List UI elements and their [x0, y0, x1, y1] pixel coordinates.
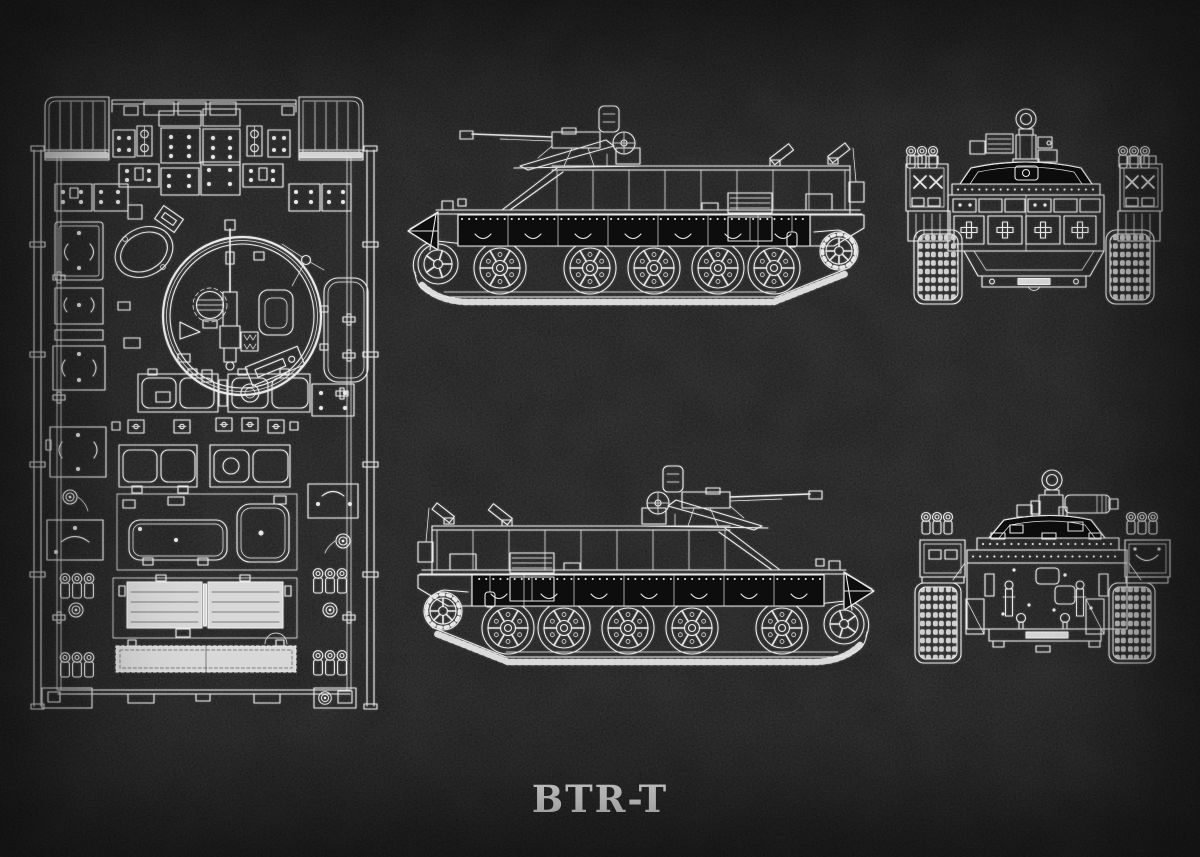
crew-hatches: [111, 368, 311, 494]
front-stowage-bins: [44, 96, 364, 161]
turret-rear: [976, 469, 1120, 551]
front-view-drawing: [905, 108, 1163, 305]
turret-front: [951, 108, 1101, 196]
engine-deck-grilles: [112, 574, 298, 673]
rear-corner-panels: [41, 687, 357, 709]
rear-view-drawing: [914, 469, 1171, 664]
turret-ring: [117, 219, 325, 403]
ammo-box-rows: [54, 108, 352, 212]
driver-hatch: [114, 204, 184, 278]
fender-bins-rear: [919, 511, 1171, 584]
right-profile-drawing: [400, 462, 880, 672]
fender-bins-front: [905, 145, 1163, 242]
top-plan-view-drawing: [29, 96, 379, 710]
left-profile-drawing: [402, 102, 882, 312]
tracks-front: [913, 229, 1155, 305]
hull-outline: [29, 99, 379, 710]
poster-title: BTR-T: [531, 777, 669, 821]
left-side-panels: [45, 221, 107, 561]
tracks-rear: [914, 582, 1156, 664]
mid-deck-panel: [116, 493, 298, 571]
hull-front: [947, 194, 1105, 291]
right-side-panels: [307, 277, 369, 554]
